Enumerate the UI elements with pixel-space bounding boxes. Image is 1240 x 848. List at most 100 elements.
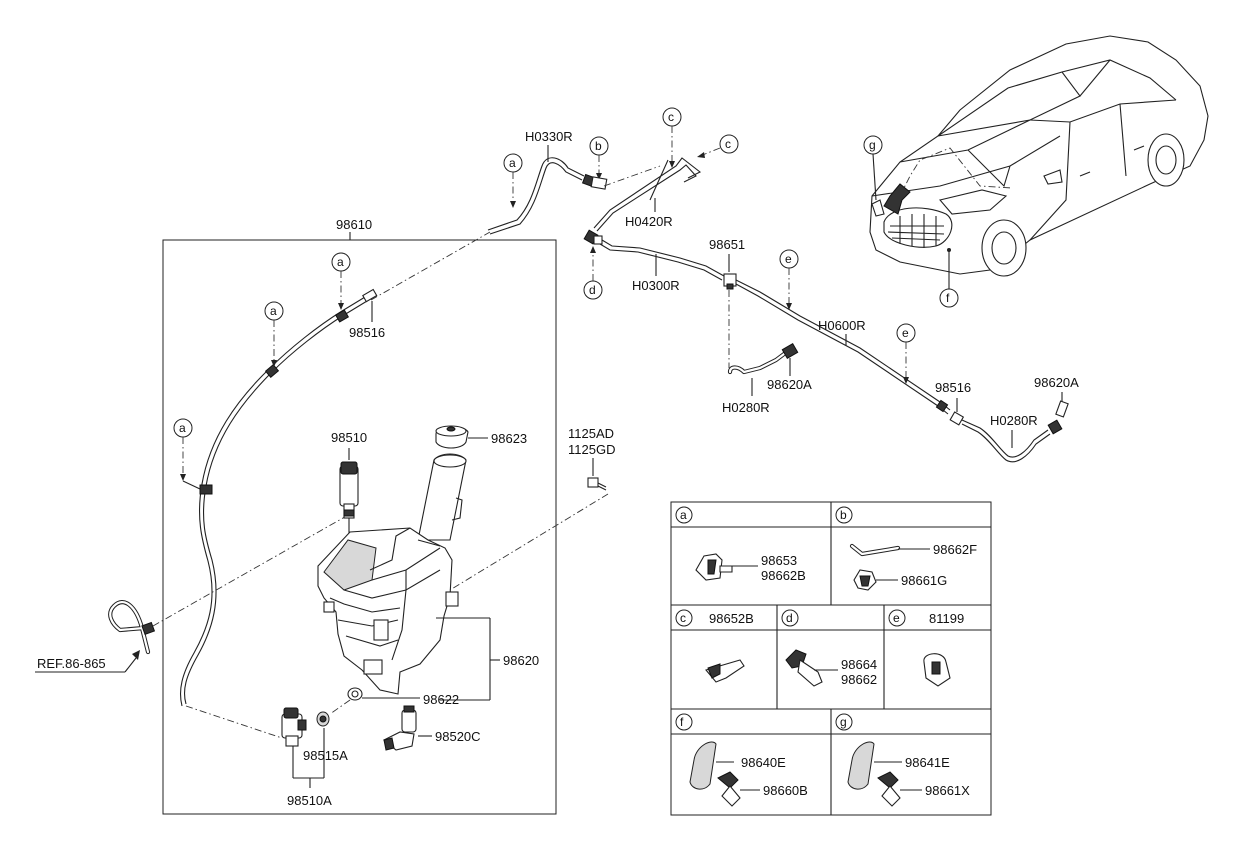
svg-text:98640E: 98640E (741, 755, 786, 770)
label-98620a-b: 98620A (1034, 375, 1079, 390)
svg-text:e: e (785, 252, 792, 266)
legend-cell-f: f 98640E 98660B (675, 713, 808, 807)
svg-text:d: d (786, 611, 793, 625)
joint-98516-left (362, 288, 378, 303)
label-1125ad: 1125AD (568, 426, 614, 441)
svg-text:g: g (869, 138, 876, 152)
hose-h0420r (593, 157, 702, 232)
callout-e-1: e (779, 249, 799, 310)
grommet-98622 (347, 687, 363, 701)
callout-g: g (863, 135, 883, 201)
legend-table (670, 501, 992, 816)
legend-cell-e: e 81199 (888, 609, 964, 687)
legend-cell-g: g 98641E 98661X (835, 713, 970, 807)
svg-text:a: a (179, 421, 186, 435)
svg-text:b: b (595, 139, 602, 153)
hose-h0300r (599, 239, 725, 281)
callout-d: d (583, 246, 603, 300)
hose-clip-a3 (199, 484, 213, 495)
hose-h0600r (735, 279, 951, 415)
callout-a-4: a (503, 153, 523, 208)
joint-98516-right (949, 411, 965, 426)
seal-98515a (316, 711, 330, 727)
label-1125gd: 1125GD (568, 442, 615, 457)
svg-text:98662B: 98662B (761, 568, 806, 583)
svg-text:c: c (680, 611, 686, 625)
svg-text:a: a (680, 508, 687, 522)
label-h0330r: H0330R (525, 129, 573, 144)
hose-h0330r (487, 157, 596, 235)
level-sensor-98520c (383, 705, 417, 751)
washer-hose-main (179, 293, 373, 739)
callout-c-2: c (697, 134, 739, 158)
svg-text:98662: 98662 (841, 672, 877, 687)
svg-text:c: c (668, 110, 674, 124)
label-98515a: 98515A (303, 748, 348, 763)
reservoir-assembly-frame (162, 239, 557, 815)
svg-text:98662F: 98662F (933, 542, 977, 557)
label-h0600r: H0600R (818, 318, 866, 333)
hose-clip-a2 (264, 364, 280, 378)
svg-text:81199: 81199 (929, 611, 964, 626)
label-98510a: 98510A (287, 793, 332, 808)
label-h0420r: H0420R (625, 214, 673, 229)
svg-text:98660B: 98660B (763, 783, 808, 798)
vehicle-illustration (869, 35, 1209, 277)
legend-cell-d: d 98664 98662 (781, 609, 877, 687)
label-h0280r-b: H0280R (990, 413, 1038, 428)
svg-text:g: g (840, 715, 847, 729)
callout-f: f (939, 248, 959, 308)
label-98620a-a: 98620A (767, 377, 812, 392)
callout-b: b (589, 136, 609, 180)
svg-text:a: a (337, 255, 344, 269)
label-h0280r-a: H0280R (722, 400, 770, 415)
svg-text:f: f (946, 291, 950, 305)
svg-text:b: b (840, 508, 847, 522)
washer-pump-98510 (339, 461, 359, 548)
svg-text:a: a (509, 156, 516, 170)
label-98651: 98651 (709, 237, 745, 252)
nozzle-joint-b (590, 176, 608, 190)
svg-text:98652B: 98652B (709, 611, 754, 626)
label-98610: 98610 (336, 217, 372, 232)
callout-e-2: e (896, 323, 916, 384)
hose-h0280r-b (961, 400, 1069, 463)
svg-text:98661G: 98661G (901, 573, 947, 588)
label-98516-left: 98516 (349, 325, 385, 340)
label-98520c: 98520C (435, 729, 481, 744)
label-h0300r: H0300R (632, 278, 680, 293)
ref-label: REF.86-865 (37, 656, 106, 671)
hose-h0280r-a (727, 342, 799, 375)
label-98620: 98620 (503, 653, 539, 668)
svg-text:98641E: 98641E (905, 755, 950, 770)
label-98510: 98510 (331, 430, 367, 445)
svg-text:e: e (902, 326, 909, 340)
svg-text:c: c (725, 137, 731, 151)
svg-text:d: d (589, 283, 596, 297)
svg-text:98653: 98653 (761, 553, 797, 568)
fill-hose-ref (108, 513, 351, 655)
label-98516-right: 98516 (935, 380, 971, 395)
svg-text:f: f (680, 715, 684, 729)
nozzle-d (583, 229, 603, 245)
legend-cell-a: a 98653 98662B (675, 506, 806, 583)
connector-98651 (723, 273, 737, 290)
reservoir-cap-98623 (435, 425, 469, 449)
callout-a-3: a (173, 418, 201, 490)
callout-c-1: c (662, 107, 682, 168)
bolt-1125 (587, 477, 607, 491)
svg-text:a: a (270, 304, 277, 318)
legend-cell-c: c 98652B (675, 609, 754, 683)
hose-clip-a1 (334, 309, 350, 323)
callout-a-1: a (331, 252, 351, 310)
washer-pump-98510a (281, 707, 307, 747)
svg-text:98661X: 98661X (925, 783, 970, 798)
svg-text:e: e (893, 611, 900, 625)
svg-text:98664: 98664 (841, 657, 877, 672)
label-98622: 98622 (423, 692, 459, 707)
label-98623: 98623 (491, 431, 527, 446)
legend-cell-b: b 98662F 98661G (835, 506, 977, 591)
callout-a-2: a (264, 301, 284, 367)
washer-reservoir-98620 (317, 453, 467, 695)
